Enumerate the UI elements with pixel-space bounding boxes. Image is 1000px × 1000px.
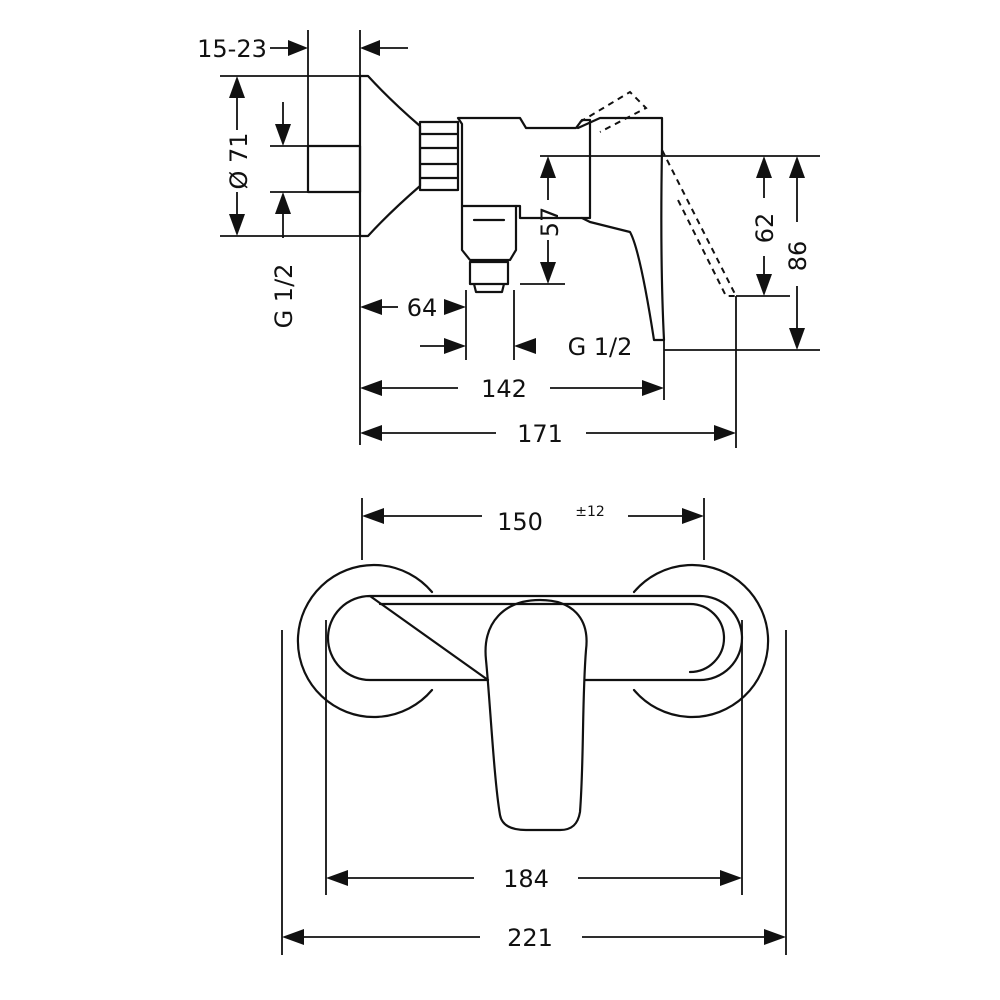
left-escutcheon — [296, 563, 434, 719]
dim-thread-left: G 1/2 — [270, 264, 298, 329]
lever-raised-position — [579, 90, 648, 133]
mixer-body-inner — [378, 602, 726, 674]
lever-handle — [576, 116, 666, 342]
connection-nut — [418, 120, 460, 192]
dim-depth-171: 171 — [517, 420, 563, 448]
valve-body — [456, 116, 592, 220]
front-view: 150 ±12 184 221 — [281, 498, 787, 955]
mixer-body — [326, 594, 744, 682]
dim-wall-offset: 15-23 — [197, 35, 267, 63]
dim-thread-bottom: G 1/2 — [568, 333, 633, 361]
outlet-body — [460, 204, 518, 262]
side-view: 15-23 Ø 71 G 1/2 57 62 86 — [197, 30, 820, 448]
dim-height-62: 62 — [751, 213, 779, 244]
dim-height-86: 86 — [784, 241, 812, 272]
dim-tolerance: ±12 — [575, 504, 605, 520]
pipe-stub — [306, 144, 362, 194]
dim-height-57: 57 — [536, 207, 564, 238]
dim-depth-64: 64 — [407, 294, 438, 322]
dim-centers: 150 — [497, 508, 543, 536]
dim-diameter: Ø 71 — [225, 132, 253, 189]
outlet-thread — [468, 260, 510, 294]
right-escutcheon — [632, 563, 770, 719]
lever-swing-position — [661, 149, 738, 297]
dim-width-221: 221 — [507, 924, 553, 952]
wall-flange — [358, 74, 422, 238]
dim-width-184: 184 — [503, 865, 549, 893]
dim-depth-142: 142 — [481, 375, 527, 403]
lever-handle-front — [484, 598, 588, 832]
